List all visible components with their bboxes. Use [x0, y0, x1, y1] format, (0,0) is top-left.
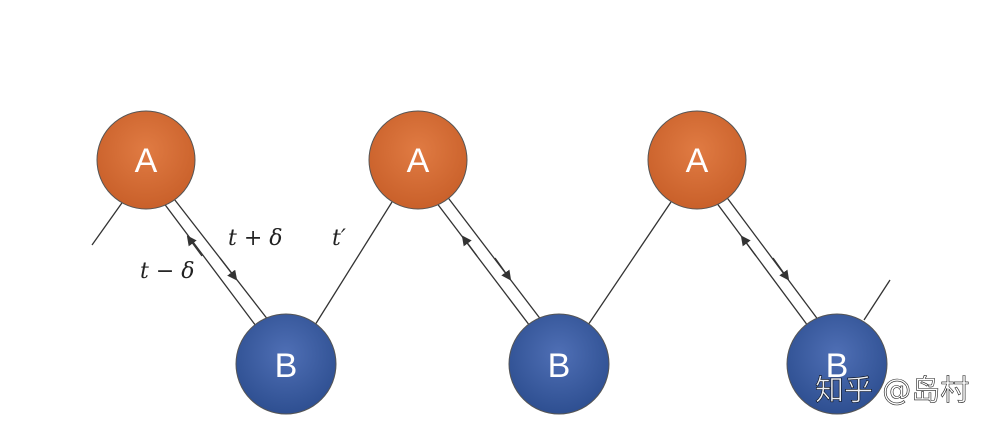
- message-out-line-2: [445, 194, 546, 326]
- arrow-down-3: [772, 257, 790, 281]
- label-t-minus-delta: t − δ: [140, 259, 195, 284]
- node-a-1: A: [96, 110, 196, 210]
- message-pair-1: [162, 194, 273, 331]
- node-b-3-label: B: [826, 347, 849, 385]
- message-out-line-3: [724, 194, 823, 326]
- arrow-up-1: [186, 235, 203, 257]
- node-b-1: B: [235, 313, 337, 415]
- node-a-3-label: A: [686, 142, 709, 180]
- node-b-3: B: [786, 313, 888, 415]
- node-b-2: B: [508, 313, 610, 415]
- link-b1-a2: [314, 201, 393, 326]
- message-back-line-3: [715, 201, 812, 331]
- lead-in-line: [91, 199, 125, 246]
- node-a-2-label: A: [407, 142, 430, 180]
- arrow-down-1: [219, 257, 238, 281]
- label-t-prime: t′: [332, 226, 346, 251]
- message-back-line-1: [162, 201, 260, 331]
- arrow-up-2: [461, 235, 478, 257]
- node-b-1-label: B: [275, 347, 298, 385]
- message-back-line-2: [435, 201, 534, 331]
- lead-out-line: [863, 279, 891, 321]
- link-b2-a3: [587, 201, 672, 326]
- node-a-2: A: [368, 110, 468, 210]
- watermark-text: 知乎 @岛村: [815, 373, 969, 407]
- arrow-down-2: [494, 257, 512, 281]
- node-a-1-label: A: [135, 142, 158, 180]
- node-a-3: A: [647, 110, 747, 210]
- node-b-2-label: B: [548, 347, 571, 385]
- message-pair-3: [715, 194, 823, 331]
- message-pair-2: [435, 194, 546, 331]
- zigzag-lines: [91, 199, 891, 326]
- arrow-up-3: [740, 235, 757, 257]
- label-t-plus-delta: t + δ: [228, 226, 283, 251]
